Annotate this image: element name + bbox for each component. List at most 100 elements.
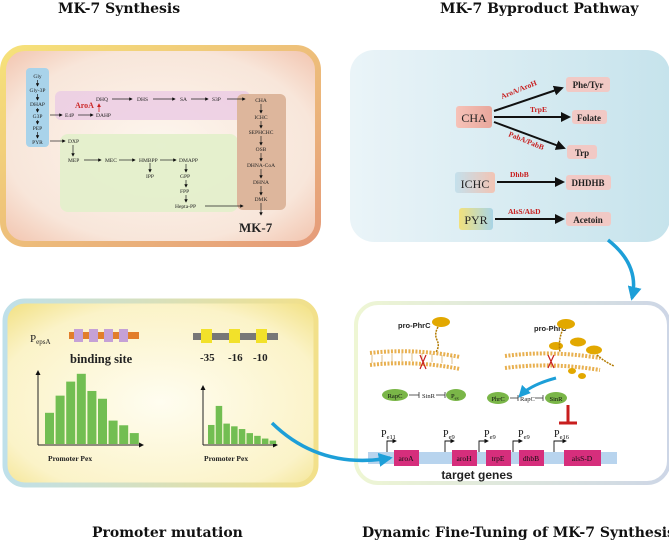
- enzyme-trpe: TrpE: [530, 105, 547, 114]
- enzyme-aroa: AroA: [75, 101, 94, 110]
- gene-aroa: aroA: [399, 454, 415, 463]
- byproduct-pyr-box: [459, 208, 493, 230]
- byproduct-cha-box: [456, 106, 492, 128]
- menaquinone-column: [237, 94, 286, 210]
- byproduct-ichc-box: [455, 172, 495, 193]
- histogram-left: [45, 373, 139, 444]
- title-byproduct: MK-7 Byproduct Pathway: [440, 1, 639, 17]
- metabolite-osb: OSB: [256, 147, 267, 153]
- gene-aroh: aroH: [457, 454, 473, 463]
- product-trp: Trp: [575, 148, 589, 158]
- metabolite-e4p: E4P: [65, 113, 74, 119]
- histogram-bar: [223, 423, 230, 444]
- product-folate: Folate: [577, 113, 601, 123]
- pex-left: Pex: [451, 393, 460, 401]
- histogram-bar: [45, 412, 54, 444]
- binding-site-bar: [69, 329, 139, 342]
- metabolite-pep: PEP: [33, 126, 42, 132]
- promoter-arrows: [386, 438, 567, 452]
- enzyme-dhbb: DhbB: [510, 170, 529, 179]
- enzyme-alss-alsd: AlsS/AlsD: [508, 207, 541, 216]
- histogram-bar: [66, 381, 76, 444]
- histogram-bar: [87, 390, 97, 444]
- byproduct-ichc: ICHC: [461, 177, 490, 191]
- title-tuning: Dynamic Fine-Tuning of MK-7 Synthesis: [362, 525, 669, 541]
- phrc-label: PhrC: [491, 396, 504, 403]
- metabolite-dhs: DHS: [137, 97, 148, 103]
- scissors-icon: [419, 354, 427, 370]
- product-acetoin: Acetoin: [573, 215, 603, 225]
- sinr-left: SinR: [422, 393, 436, 400]
- metabolite-hmbpp: HMBPP: [139, 158, 158, 164]
- gene-dhbb: dhbB: [523, 454, 539, 463]
- metabolite-dahp: DAHP: [96, 113, 111, 119]
- title-synthesis: MK-7 Synthesis: [58, 1, 181, 17]
- histogram-bar: [119, 425, 129, 444]
- promoter-panel: PepsA binding site -35 -16 -10: [2, 298, 319, 488]
- gene-trpe: trpE: [492, 454, 505, 463]
- histogram-bar: [55, 395, 65, 444]
- histogram-bar: [261, 438, 269, 444]
- product-phe-tyr: Phe/Tyr: [573, 80, 604, 90]
- prophrc-peptides-right: [549, 319, 615, 379]
- scissors-icon-right: [547, 354, 555, 369]
- prophrc-peptide-left: [432, 317, 450, 353]
- metabolite-dhq: DHQ: [96, 97, 108, 103]
- metabolite-cha: CHA: [255, 98, 267, 104]
- byproduct-products: [566, 77, 611, 226]
- metabolite-pyr: PYR: [32, 140, 43, 146]
- metabolite-dxp: DXP: [68, 139, 79, 145]
- metabolite-gly3p: Gly-3P: [30, 88, 46, 94]
- prophrc-label-right: pro-PhrC: [534, 324, 567, 333]
- gene-boxes: [394, 450, 601, 466]
- region-minus16: -16: [228, 352, 243, 364]
- tuning-panel: pro-PhrC pro-PhrC RapC SinR: [354, 301, 669, 485]
- promoter-pe16: Pe16: [554, 429, 570, 441]
- membrane-left: [369, 349, 461, 371]
- target-genes-label: target genes: [441, 468, 513, 482]
- region-minus35: -35: [200, 352, 215, 364]
- histogram-bar: [129, 433, 139, 444]
- metabolite-gpp: GPP: [180, 174, 190, 180]
- title-promoter: Promoter mutation: [92, 525, 243, 541]
- metabolite-mec: MEC: [105, 158, 117, 164]
- promoter-pe11: Pe11: [381, 429, 396, 441]
- metabolite-dhap: DHAP: [30, 102, 45, 108]
- promoter-region-bar: [193, 329, 278, 343]
- metabolite-s3p: S3P: [212, 97, 221, 103]
- metabolite-dhnacoa: DHNA-CoA: [247, 163, 275, 169]
- rapc-right: RapC: [520, 396, 535, 403]
- metabolite-dmapp: DMAPP: [179, 158, 198, 164]
- shikimate-band: [55, 91, 250, 120]
- metabolite-ichc: ICHC: [254, 115, 267, 121]
- histogram-bar: [208, 424, 215, 444]
- metabolite-sa: SA: [180, 97, 187, 103]
- binding-site-label: binding site: [70, 352, 133, 366]
- metabolite-dmk: DMK: [255, 197, 268, 203]
- histogram-bar: [108, 420, 118, 444]
- histogram-bar: [238, 429, 246, 444]
- region-minus10: -10: [253, 352, 268, 364]
- metabolite-fpp: FPP: [180, 189, 189, 195]
- hist-left-xlabel: Promoter Pex: [48, 454, 92, 463]
- sinr-right: SinR: [549, 396, 563, 403]
- hist-right-xlabel: Promoter Pex: [204, 454, 248, 463]
- metabolite-dhna: DHNA: [253, 180, 269, 186]
- metabolite-sephchc: SEPHCHC: [249, 130, 274, 136]
- pepsa-label: PepsA: [30, 333, 51, 346]
- product-mk7: MK-7: [239, 220, 273, 235]
- activation-arrow: [518, 376, 557, 398]
- byproduct-panel: CHA ICHC PYR AroA/AroH TrpE PabA/PabB Dh…: [350, 50, 669, 242]
- histogram-bar: [76, 373, 86, 444]
- metabolite-gly: Gly: [33, 74, 42, 80]
- synthesis-panel: Gly Gly-3P DHAP G3P PEP PYR E4P AroA DAH…: [0, 45, 321, 247]
- promoter-pe9-a: Pe9: [443, 429, 455, 441]
- prophrc-label-left: pro-PhrC: [398, 321, 431, 330]
- membrane-right: [504, 351, 601, 372]
- metabolite-g3p: G3P: [33, 114, 43, 120]
- metabolite-heptapp: Hepta-PP: [175, 204, 196, 210]
- product-dhdhb: DHDHB: [571, 178, 604, 188]
- regulation-left: RapC SinR Pex: [382, 389, 466, 401]
- mep-band: [60, 134, 238, 212]
- connector-arrow-top: [606, 238, 642, 301]
